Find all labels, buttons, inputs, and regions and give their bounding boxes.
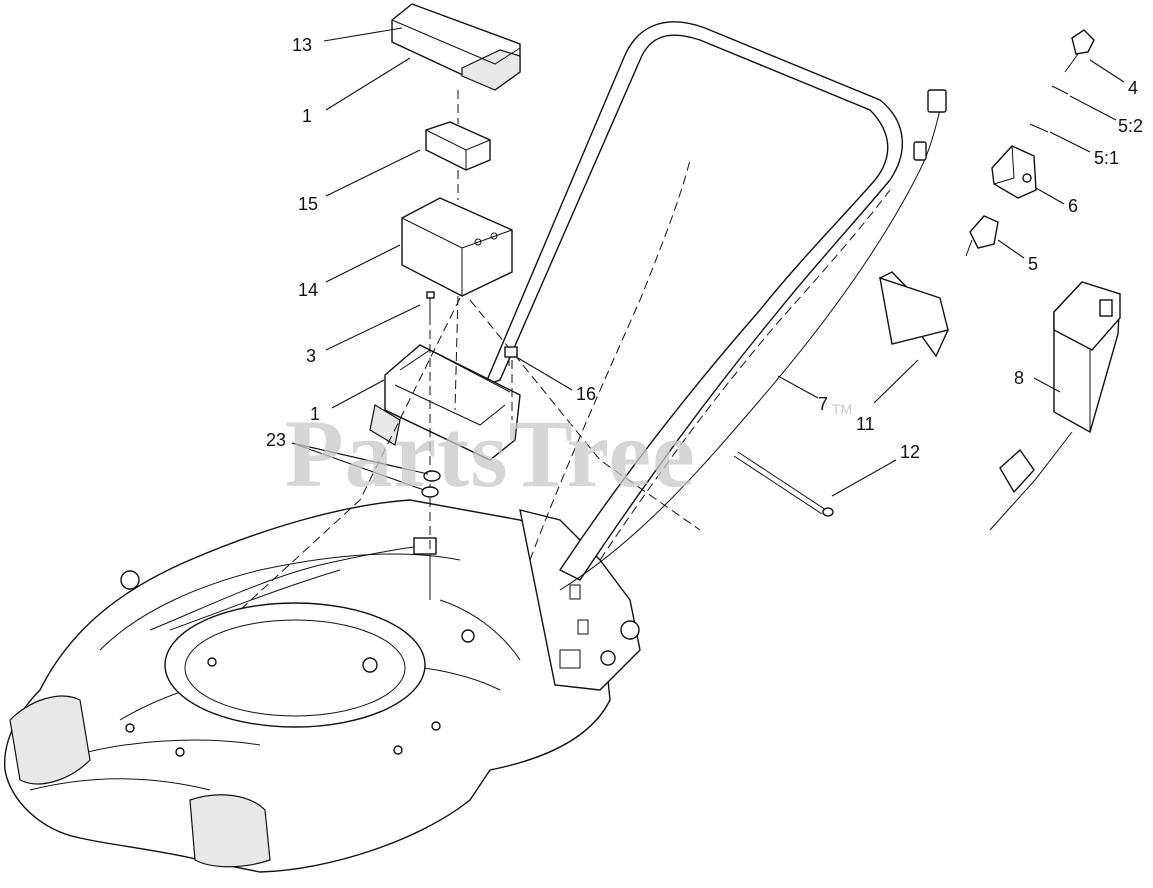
foam-pad	[425, 121, 491, 171]
callout-23: 23	[266, 430, 286, 450]
watermark-text: PartsTree	[285, 400, 696, 507]
callout-5-2: 5:2	[1118, 116, 1143, 136]
fuse-clip	[504, 346, 518, 366]
battery-tray	[369, 344, 521, 461]
callout-3: 3	[306, 346, 316, 366]
callout-4: 4	[1128, 78, 1138, 98]
callout-13: 13	[292, 35, 312, 55]
battery	[401, 197, 513, 297]
battery-charger	[989, 281, 1121, 531]
handle	[483, 21, 947, 591]
callout-15: 15	[298, 194, 318, 214]
cable-tie	[733, 451, 834, 517]
mower-deck	[4, 499, 641, 873]
callout-8: 8	[1014, 368, 1024, 388]
callout-16: 16	[576, 384, 596, 404]
callout-11: 11	[856, 414, 875, 434]
callout-1-tray: 1	[310, 404, 320, 424]
callout-12: 12	[900, 442, 920, 462]
callout-7: 7	[818, 394, 828, 414]
callout-5-1: 5:1	[1094, 148, 1119, 168]
key-switch	[991, 145, 1037, 199]
key	[1064, 29, 1095, 73]
washer-5-2	[1051, 85, 1069, 95]
decal	[878, 271, 949, 358]
leader-lines	[291, 27, 1125, 497]
washer-5-1	[1029, 123, 1049, 133]
callout-1-cover: 1	[302, 106, 312, 126]
callout-5: 5	[1028, 254, 1038, 274]
watermark-trademark: TM	[832, 401, 852, 417]
callout-14: 14	[298, 280, 318, 300]
battery-cover	[391, 3, 521, 91]
screw	[426, 291, 435, 325]
callout-6: 6	[1068, 196, 1078, 216]
key-plug	[965, 215, 999, 257]
